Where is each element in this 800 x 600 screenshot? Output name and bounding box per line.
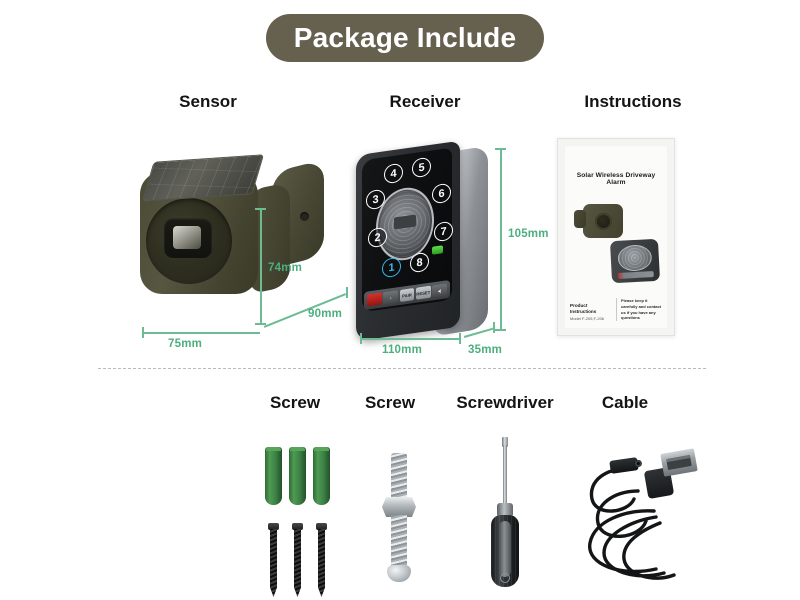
section-label-screw-anchors: Screw [269,393,321,412]
status-led-indicator [432,245,443,255]
section-label-sensor: Sensor [179,92,237,111]
sensor-depth-cap [346,287,348,298]
solar-panel [141,154,265,202]
wall-anchor [265,447,282,505]
wall-anchor [313,447,330,505]
sensor-width-label: 75mm [168,338,203,350]
booklet-product-instructions-label: Product Instructions [570,303,597,315]
sensor-bracket-hole-icon [300,212,309,221]
receiver-height-cap-top [495,148,506,150]
receiver-width-cap-left [360,333,362,344]
sensor-lens [173,226,201,249]
section-label-bolt: Screw [364,393,416,412]
receiver-height-line [500,148,502,330]
melody-button[interactable]: ♪ [383,290,399,305]
bolt-pan-head [387,565,411,582]
sensor-height-label: 74mm [268,262,303,274]
booklet-receiver-image [609,238,661,284]
section-divider [98,368,706,369]
section-label-receiver: Receiver [389,92,461,111]
screwdriver-tip [502,437,508,447]
section-label-cable: Cable [601,393,649,412]
booklet-footer: Product Instructions Model F-205,F-206 P… [565,298,667,328]
screwdriver-shaft [503,445,507,507]
booklet-footer-left: Product Instructions Model F-205,F-206 [570,303,611,321]
screw-head [292,523,303,530]
page-title: Package Include [293,22,517,53]
power-button[interactable] [367,292,382,307]
sensor-height-line [260,208,262,324]
receiver-width-line [360,338,460,340]
page-title-banner: Package Include [266,14,544,62]
sensor-width-line [142,332,260,334]
black-screw [292,523,303,597]
section-label-instructions: Instructions [584,92,682,111]
section-label-screwdriver: Screwdriver [456,393,554,412]
sensor-depth-label: 90mm [308,308,343,320]
pair-button[interactable]: PAIR [399,287,415,303]
screwdriver-tool [488,437,522,589]
screw-head [268,523,279,530]
sensor-height-cap-bottom [255,323,266,325]
receiver-depth-cap [493,322,495,333]
hex-nut [382,497,416,517]
wall-anchor [289,447,306,505]
bolt-lower-thread [391,515,407,569]
receiver-width-cap-right [459,333,461,344]
sensor-height-cap-top [255,208,266,210]
screw-head [316,523,327,530]
usb-power-cable [570,447,698,587]
screw-shaft [294,529,301,597]
receiver-depth-label: 35mm [468,344,503,356]
booklet-footer-note: Please keep it carefully and contact us … [616,298,662,321]
reset-button[interactable]: RESET [415,285,431,300]
metal-bolt [381,453,417,585]
receiver-width-label: 110mm [382,344,423,356]
screw-shaft [270,529,277,597]
sensor-width-cap-left [142,327,144,338]
screwdriver-grip-inlay [499,521,511,577]
receiver-height-label: 105mm [508,228,549,240]
screw-shaft [318,529,325,597]
sensor-illustration: 74mm 75mm 90mm [120,150,348,355]
volume-button[interactable]: ◂) [432,283,447,298]
booklet-title: Solar Wireless Driveway Alarm [576,172,656,186]
booklet-sensor-image [574,204,623,238]
accessories-row [0,425,800,597]
black-screw [268,523,279,597]
booklet-artwork [565,186,667,298]
receiver-illustration: 4 5 3 6 2 7 1 8 ♪ PAIR RESET ◂) 105mm 11… [348,140,548,356]
instruction-booklet: Solar Wireless Driveway Alarm Product In… [557,138,675,336]
booklet-model-label: Model F-205,F-206 [570,315,605,321]
screwdriver-end-cap [500,573,510,583]
screwdriver-ferrule [497,503,513,517]
bolt-upper-thread [391,453,407,499]
receiver-height-cap-bottom [495,329,506,331]
black-screw [316,523,327,597]
booklet-cover: Solar Wireless Driveway Alarm Product In… [565,146,667,328]
